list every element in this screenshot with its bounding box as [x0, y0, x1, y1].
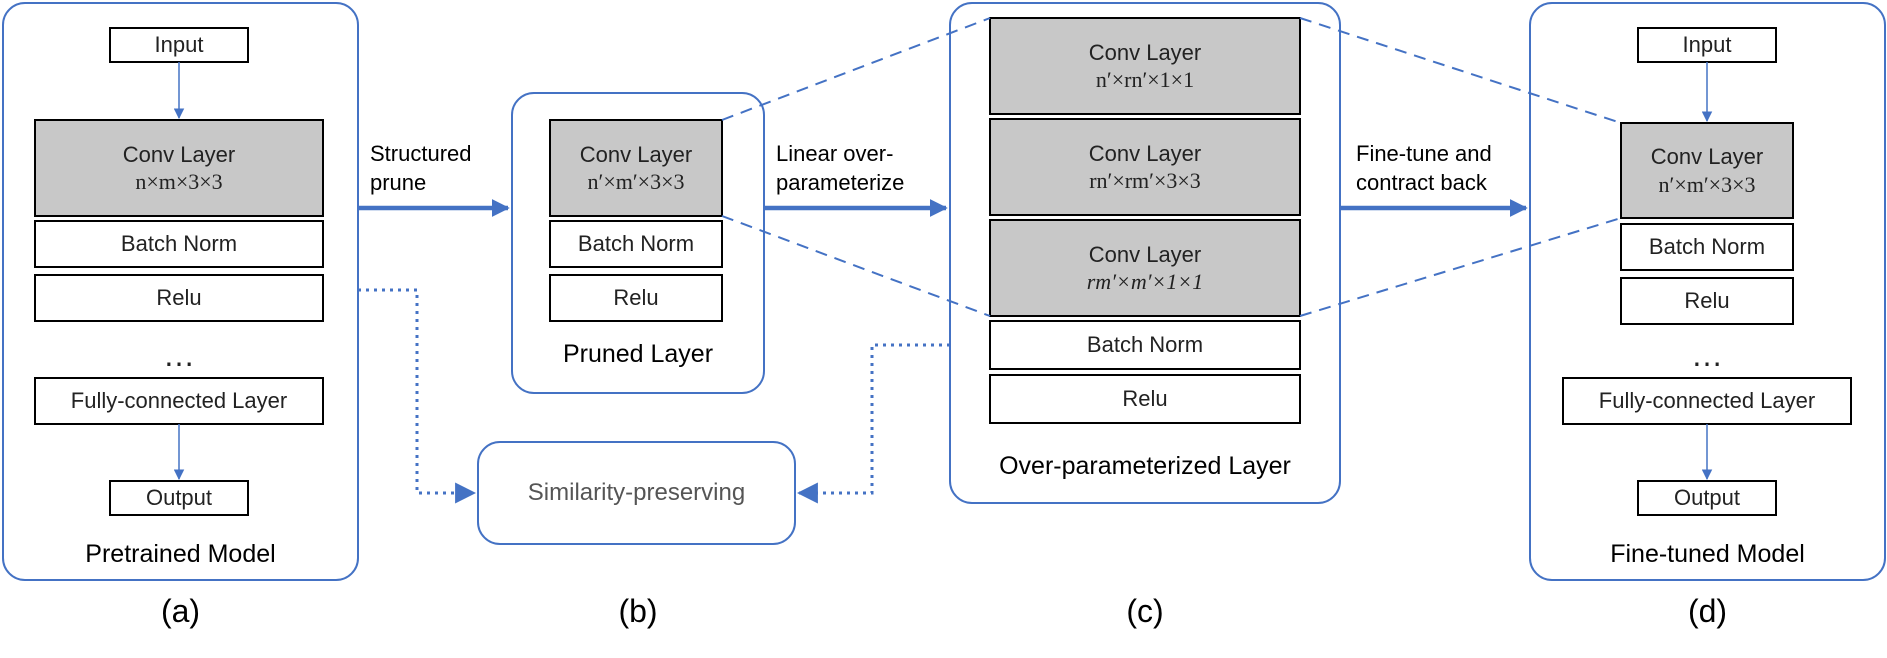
b-conv-box	[549, 119, 723, 217]
d-bn-box	[1620, 223, 1794, 271]
panel-d-container	[1529, 2, 1886, 581]
overparam-label-line1: Linear over-	[776, 141, 894, 166]
a-output-label: Output	[145, 485, 213, 511]
b-caption: (b)	[618, 593, 658, 629]
c-conv3-box	[989, 219, 1301, 317]
c-conv3-shape: rm′×m′×1×1	[1086, 269, 1204, 294]
b-bn-label: Batch Norm	[577, 231, 695, 257]
d-fc-label: Fully-connected Layer	[1598, 388, 1816, 414]
d-output-box	[1637, 480, 1777, 516]
prune-arrow-label: Structured prune	[370, 140, 472, 197]
c-caption: (c)	[1126, 593, 1164, 629]
finetune-arrow-label: Fine-tune and contract back	[1356, 140, 1492, 197]
c-panel-title: Over-parameterized Layer	[999, 452, 1291, 480]
d-output-label: Output	[1673, 485, 1741, 511]
a-conv-shape: n×m×3×3	[135, 169, 223, 194]
d-caption: (d)	[1687, 593, 1728, 629]
c-conv3-text: Conv Layer rm′×m′×1×1	[990, 220, 1300, 316]
finetune-label-line2: contract back	[1356, 169, 1487, 195]
c-conv2-label: Conv Layer	[1088, 140, 1202, 166]
panel-b-container	[511, 92, 765, 394]
a-panel-title: Pretrained Model	[85, 540, 276, 568]
a-fc-box	[34, 377, 324, 425]
similarity-link-right	[796, 343, 950, 504]
contract-line-bottom-right	[1299, 217, 1622, 317]
panel-c-container	[949, 2, 1341, 504]
d-panel-title: Fine-tuned Model	[1610, 540, 1805, 568]
expand-line-bottom-left	[721, 215, 991, 317]
d-relu-box	[1620, 277, 1794, 325]
d-relu-label: Relu	[1684, 288, 1730, 314]
a-conv-box	[34, 119, 324, 217]
d-input-box	[1637, 27, 1777, 63]
d-bn-label: Batch Norm	[1648, 234, 1766, 260]
finetune-label-line1: Fine-tune and	[1356, 141, 1492, 166]
a-bn-label: Batch Norm	[120, 231, 238, 257]
c-conv1-box	[989, 17, 1301, 115]
prune-label-line1: Structured	[370, 141, 472, 166]
d-conv-box	[1620, 122, 1794, 219]
similarity-label: Similarity-preserving	[527, 479, 746, 506]
a-relu-box	[34, 274, 324, 322]
c-conv1-text: Conv Layer n′×rn′×1×1	[990, 18, 1300, 114]
a-caption: (a)	[160, 593, 201, 629]
c-bn-label: Batch Norm	[1086, 332, 1204, 358]
a-conv-label: Conv Layer	[122, 141, 236, 167]
c-conv3-label: Conv Layer	[1088, 241, 1202, 267]
d-conv-shape: n′×m′×3×3	[1658, 171, 1756, 197]
contract-line-top-right	[1299, 17, 1622, 124]
c-conv1-label: Conv Layer	[1088, 39, 1202, 65]
prune-label-line2: prune	[370, 169, 427, 195]
a-conv-text: Conv Layer n×m×3×3	[35, 120, 323, 216]
overparam-label-line2: parameterize	[776, 169, 905, 195]
a-input-label: Input	[154, 32, 204, 58]
b-bn-box	[549, 220, 723, 268]
overparam-arrow-label: Linear over- parameterize	[776, 140, 904, 197]
b-conv-text: Conv Layer n′×m′×3×3	[550, 120, 722, 216]
expand-line-top-left	[721, 17, 991, 121]
similarity-container	[477, 441, 796, 545]
d-conv-text: Conv Layer n′×m′×3×3	[1621, 123, 1793, 218]
a-ellipsis: …	[163, 337, 195, 373]
b-relu-box	[549, 274, 723, 322]
d-ellipsis: …	[1691, 337, 1723, 373]
similarity-link-left	[358, 288, 477, 504]
b-relu-label: Relu	[613, 285, 659, 311]
a-fc-label: Fully-connected Layer	[70, 388, 288, 414]
d-input-label: Input	[1682, 32, 1732, 58]
c-conv2-shape: rn′×rm′×3×3	[1089, 168, 1201, 193]
c-relu-label: Relu	[1122, 386, 1168, 412]
b-conv-label: Conv Layer	[579, 141, 693, 167]
b-conv-shape: n′×m′×3×3	[587, 169, 685, 194]
c-conv2-text: Conv Layer rn′×rm′×3×3	[990, 119, 1300, 215]
a-input-box	[109, 27, 249, 63]
c-bn-box	[989, 320, 1301, 370]
c-conv1-shape: n′×rn′×1×1	[1095, 67, 1195, 92]
a-bn-box	[34, 220, 324, 268]
a-output-box	[109, 480, 249, 516]
d-conv-label: Conv Layer	[1650, 144, 1764, 169]
d-fc-box	[1562, 377, 1852, 425]
c-relu-box	[989, 374, 1301, 424]
c-conv2-box	[989, 118, 1301, 216]
a-relu-label: Relu	[156, 285, 202, 311]
b-panel-title: Pruned Layer	[562, 340, 714, 368]
